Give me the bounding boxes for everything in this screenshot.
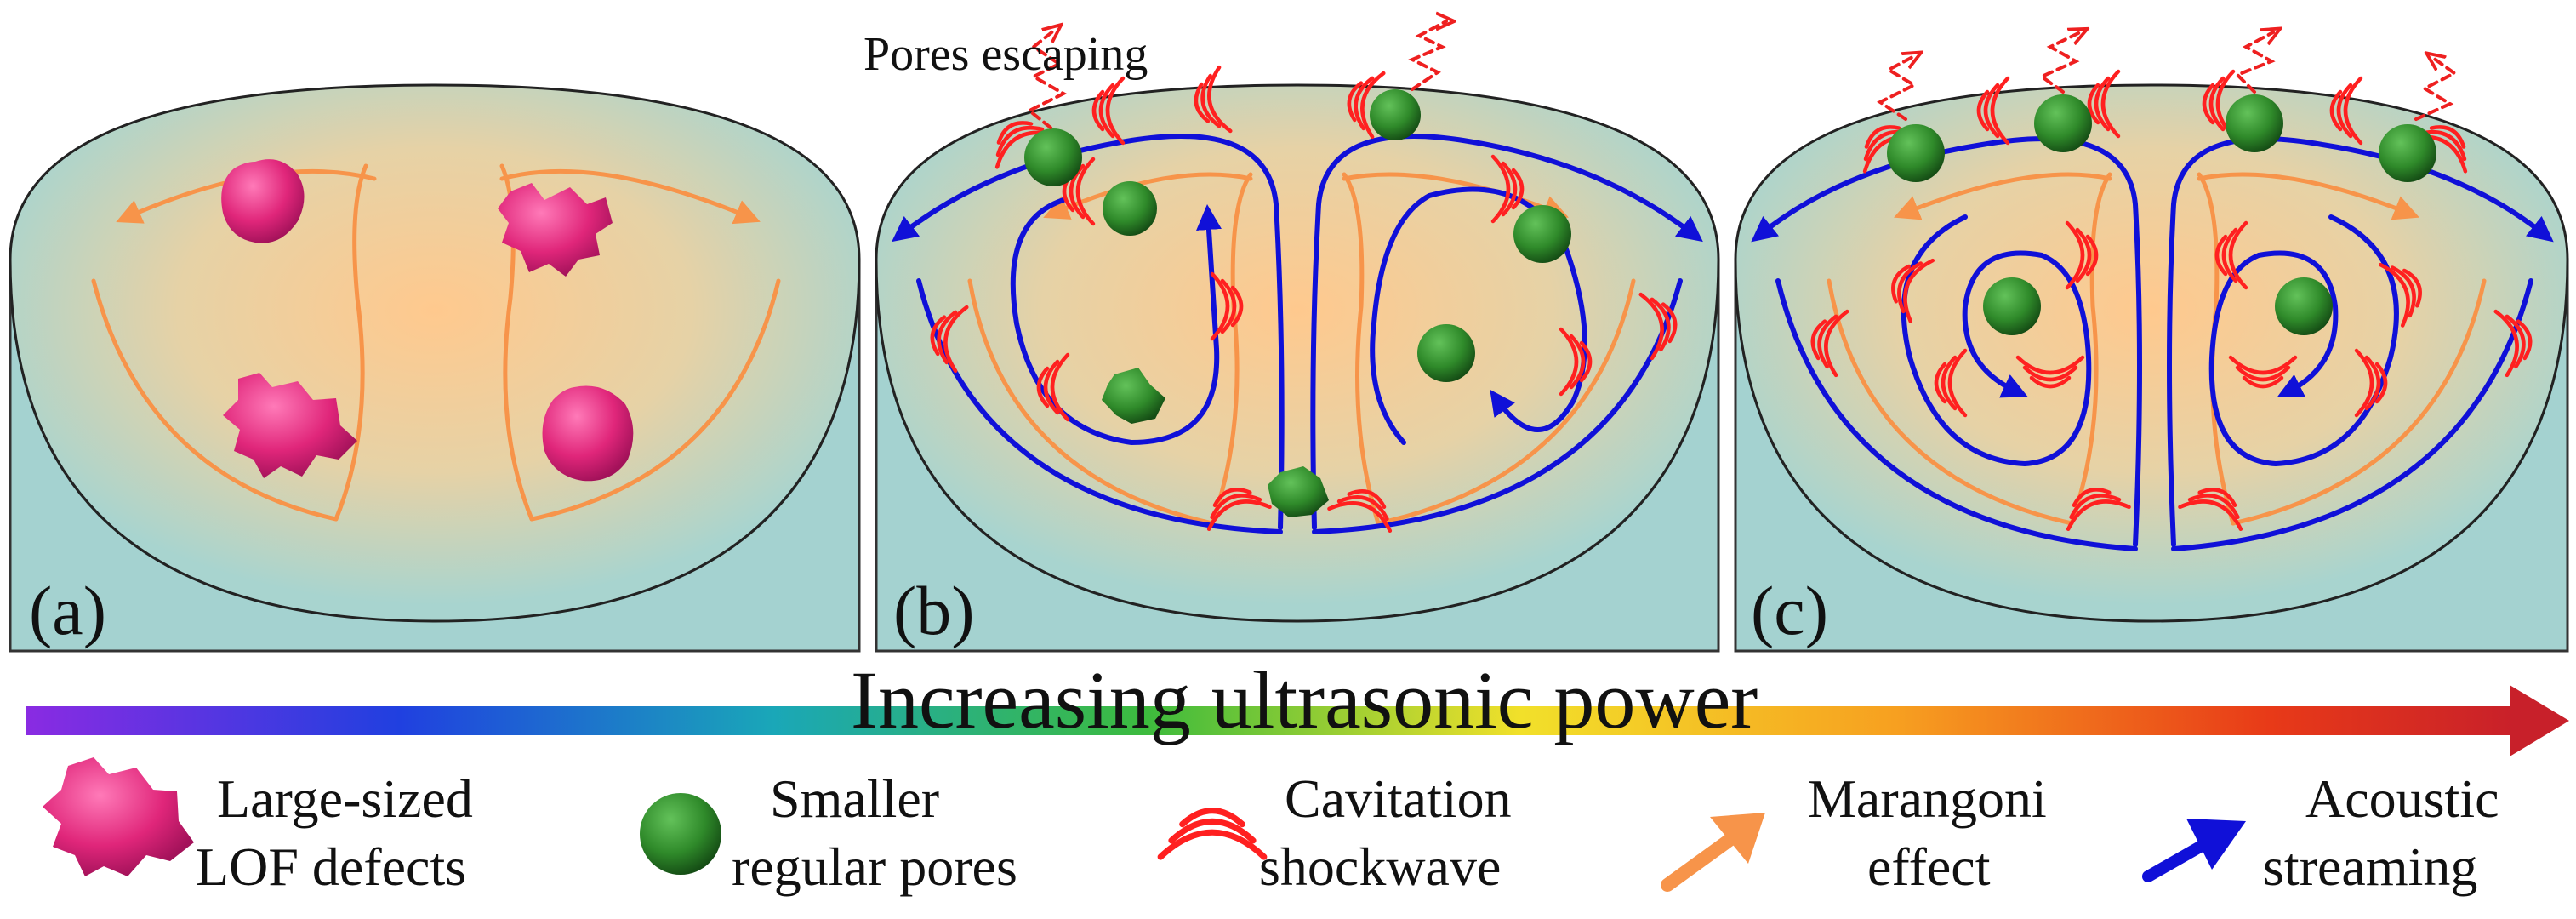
panel-b: Pores escaping (b) [863,21,1720,653]
acoustic-arrow-swatch [2142,819,2246,882]
pore-swatch [640,793,721,875]
power-bar: Increasing ultrasonic power [26,654,2569,756]
panel-label-c: (c) [1751,572,1828,649]
legend-marangoni-line2: effect [1867,836,1991,897]
legend-lof-line2: LOF defects [196,836,466,897]
melt-pool-c [1735,85,2567,621]
cavitation-marks-b [930,65,1678,534]
marangoni-arrow-swatch [1661,813,1765,892]
acoustic-streaming-b [892,134,1703,534]
melt-pool-a [10,85,859,621]
legend-pores: Smaller regular pores [640,768,1017,897]
legend-pores-line1: Smaller [770,768,939,829]
power-arrow-head [2510,685,2569,756]
pores-escaping-c [1877,32,2458,121]
pores-b [1024,89,1571,517]
legend-acoustic-line2: streaming [2263,836,2477,897]
melt-pool-b [876,85,1718,621]
pores-escaping-b [1026,21,1446,129]
cavitation-swatch [1157,808,1268,860]
acoustic-streaming-c [1751,136,2554,551]
legend-lof-line1: Large-sized [217,768,473,829]
panel-label-b: (b) [893,572,975,649]
panel-a: (a) [9,83,861,653]
legend-acoustic-line1: Acoustic [2305,768,2499,829]
panel-label-a: (a) [29,572,106,649]
lof-defects-a [221,159,634,482]
legend-cavitation-line1: Cavitation [1285,768,1512,829]
legend-cavitation-line2: shockwave [1259,836,1501,897]
legend-cavitation [1157,808,1268,860]
lof-defect-swatch [43,757,194,876]
legend-lof: Large-sized LOF defects [43,757,473,897]
panel-c: (c) [1734,32,2569,653]
power-gradient-bar [26,706,2518,735]
legend-marangoni: Marangoni effect [1661,768,2047,897]
legend: Large-sized LOF defects Smaller regular … [43,757,2499,897]
legend-acoustic: Acoustic streaming [2142,768,2499,897]
pores-c [1887,94,2436,335]
pores-escaping-label: Pores escaping [863,28,1148,81]
legend-marangoni-line1: Marangoni [1808,768,2047,829]
power-bar-label: Increasing ultrasonic power [851,654,1758,745]
cavitation-marks-c [1810,69,2533,532]
legend-pores-line2: regular pores [732,836,1017,897]
